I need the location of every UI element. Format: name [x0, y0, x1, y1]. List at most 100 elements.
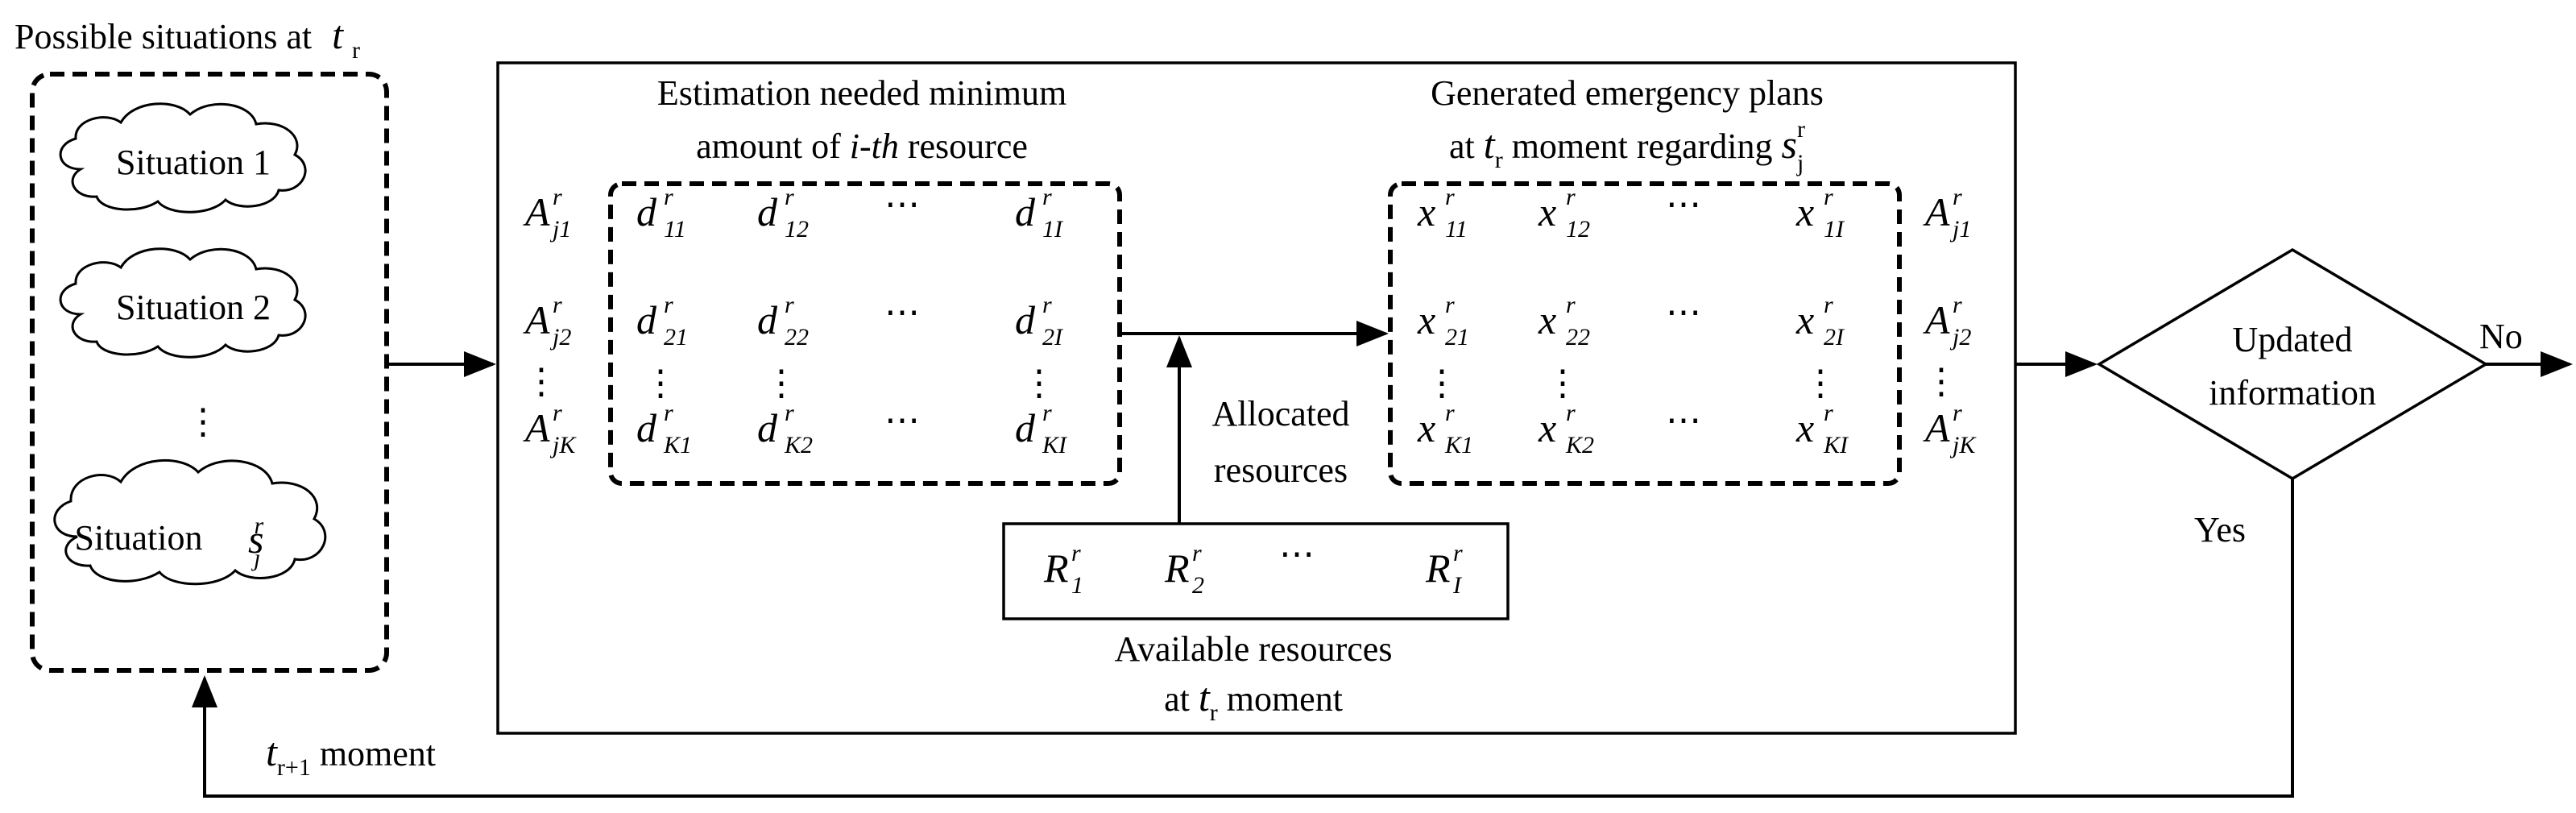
- x-matrix-hdots-2: ⋯: [1666, 400, 1701, 440]
- svg-text:r: r: [664, 184, 673, 210]
- svg-text:A: A: [523, 405, 550, 450]
- svg-text:x: x: [1795, 297, 1814, 342]
- d-matrix-vdots-3: ⋮: [1021, 363, 1057, 403]
- svg-text:A: A: [523, 297, 550, 342]
- svg-text:d: d: [757, 297, 778, 342]
- d-matrix-vdots-0: ⋮: [643, 363, 678, 403]
- svg-text:d: d: [1015, 189, 1036, 234]
- yes-label: Yes: [2194, 510, 2246, 550]
- svg-text:j2: j2: [1949, 324, 1971, 351]
- svg-text:r: r: [1566, 184, 1576, 210]
- svg-text:d: d: [636, 297, 657, 342]
- estimation-title-line2: amount of i-th resource: [696, 127, 1028, 166]
- x-matrix-hdots-1: ⋯: [1666, 292, 1701, 332]
- allocated-label-line2: resources: [1214, 450, 1348, 490]
- svg-text:j2: j2: [549, 324, 571, 351]
- svg-text:I: I: [1452, 572, 1463, 599]
- situations-title: Possible situations at t r: [14, 12, 360, 64]
- svg-text:r: r: [1953, 400, 1962, 426]
- svg-text:KI: KI: [1823, 432, 1849, 458]
- svg-text:x: x: [1795, 405, 1814, 450]
- x-matrix-vdots-3: ⋮: [1803, 363, 1838, 403]
- svg-text:r: r: [785, 292, 794, 318]
- svg-text:d: d: [636, 189, 657, 234]
- svg-text:jK: jK: [549, 432, 577, 458]
- situation-cloud-2: Situation 2: [59, 247, 307, 359]
- svg-text:x: x: [1417, 297, 1435, 342]
- svg-text:x: x: [1538, 405, 1556, 450]
- svg-text:r: r: [785, 184, 794, 210]
- svg-text:A: A: [1923, 189, 1950, 234]
- svg-text:r: r: [1953, 292, 1962, 318]
- svg-text:12: 12: [785, 216, 809, 243]
- svg-text:x: x: [1795, 189, 1814, 234]
- a-left-vdots: ⋮: [524, 362, 559, 401]
- d-matrix-vdots-1: ⋮: [764, 363, 799, 403]
- svg-text:12: 12: [1566, 216, 1590, 243]
- svg-text:jK: jK: [1949, 432, 1977, 458]
- svg-text:x: x: [1417, 189, 1435, 234]
- svg-text:K2: K2: [784, 432, 813, 458]
- x-matrix-box: [1388, 181, 1902, 486]
- svg-text:r: r: [1445, 292, 1455, 318]
- r-hdots: ⋯: [1279, 534, 1315, 574]
- svg-text:r: r: [1042, 184, 1052, 210]
- svg-text:2: 2: [1192, 572, 1204, 599]
- situation-1-label: Situation 1: [116, 143, 271, 182]
- svg-text:d: d: [1015, 297, 1036, 342]
- svg-text:21: 21: [664, 324, 688, 351]
- svg-text:r: r: [553, 184, 562, 210]
- decision-line2: information: [2209, 373, 2376, 413]
- d-matrix-hdots-2: ⋯: [884, 400, 920, 440]
- svg-text:j1: j1: [549, 216, 571, 243]
- svg-text:A: A: [1923, 297, 1950, 342]
- svg-text:r: r: [1042, 292, 1052, 318]
- svg-text:r: r: [1445, 184, 1455, 210]
- d-matrix-hdots-1: ⋯: [884, 292, 920, 332]
- svg-text:r: r: [1824, 292, 1833, 318]
- svg-text:2I: 2I: [1042, 324, 1064, 351]
- available-label-line2: at tr moment: [1164, 674, 1343, 726]
- svg-text:d: d: [1015, 405, 1036, 450]
- allocated-label-line1: Allocated: [1211, 394, 1349, 433]
- x-matrix-vdots-0: ⋮: [1424, 363, 1460, 403]
- svg-text:R: R: [1425, 545, 1451, 591]
- svg-text:r: r: [1566, 292, 1576, 318]
- svg-text:r: r: [1953, 184, 1962, 210]
- svg-text:r: r: [1566, 400, 1576, 426]
- available-label-line1: Available resources: [1115, 629, 1393, 669]
- svg-text:x: x: [1538, 297, 1556, 342]
- situation-j-label: Situation: [75, 518, 203, 558]
- svg-text:22: 22: [1566, 324, 1590, 351]
- svg-text:j1: j1: [1949, 216, 1971, 243]
- svg-text:11: 11: [664, 216, 686, 243]
- svg-text:21: 21: [1445, 324, 1469, 351]
